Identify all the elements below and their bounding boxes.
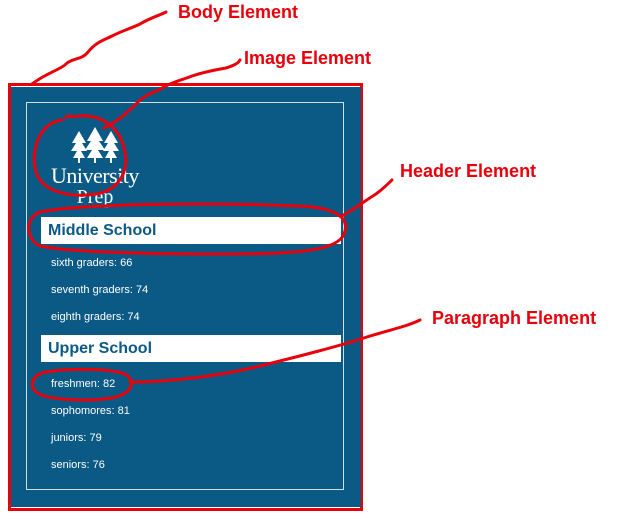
header-element-label: Header Element: [400, 161, 537, 181]
page-panel: University Prep Middle School sixth grad…: [11, 87, 361, 507]
upper-school-header: Upper School: [41, 335, 341, 362]
body-arrow: [30, 10, 168, 86]
page-panel-border: University Prep Middle School sixth grad…: [26, 102, 344, 490]
body-element-label: Body Element: [178, 2, 299, 22]
middle-school-header: Middle School: [41, 217, 341, 244]
grade-eighth: eighth graders: 74: [51, 311, 140, 323]
grade-seniors: seniors: 76: [51, 459, 105, 471]
grade-sophomores: sophomores: 81: [51, 405, 130, 417]
logo-text-prep: Prep: [76, 186, 114, 208]
grade-seventh: seventh graders: 74: [51, 284, 149, 296]
grade-juniors: juniors: 79: [51, 432, 102, 444]
trees-icon: [71, 127, 119, 163]
grade-freshmen: freshmen: 82: [51, 378, 116, 390]
image-element-label: Image Element: [244, 48, 372, 68]
paragraph-element-label: Paragraph Element: [432, 308, 597, 328]
grade-sixth: sixth graders: 66: [51, 257, 133, 269]
logo-text-university: University: [51, 163, 139, 188]
university-prep-logo: University Prep: [49, 127, 141, 207]
